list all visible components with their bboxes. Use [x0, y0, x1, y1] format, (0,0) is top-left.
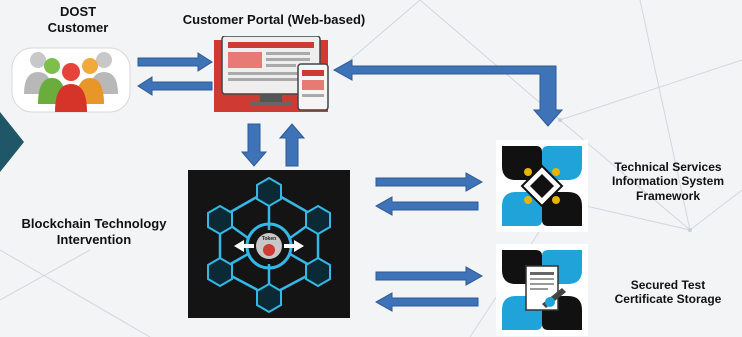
- customer-group-icon: [11, 47, 131, 113]
- blockchain-storage-arrows: [374, 266, 484, 312]
- customer-portal-arrows: [137, 52, 213, 96]
- customer-label: DOST Customer: [47, 4, 109, 35]
- left-accent-chevron: [0, 112, 24, 172]
- certificate-storage-logo-icon: [496, 244, 588, 336]
- blockchain-tsis-arrows: [374, 172, 484, 216]
- tsis-dost-logo-icon: [496, 140, 588, 232]
- portal-title: Customer Portal (Web-based): [182, 12, 366, 27]
- tsis-label: Technical Services Information System Fr…: [611, 160, 725, 203]
- blockchain-label: Blockchain Technology Intervention: [21, 216, 167, 247]
- portal-blockchain-arrows: [240, 123, 306, 167]
- web-portal-monitor-icon: [214, 36, 329, 112]
- tsis-portal-elbow-arrow: [332, 59, 564, 127]
- blockchain-network-icon: [188, 170, 350, 318]
- token-label: Token: [261, 236, 277, 242]
- storage-label: Secured Test Certificate Storage: [614, 278, 722, 307]
